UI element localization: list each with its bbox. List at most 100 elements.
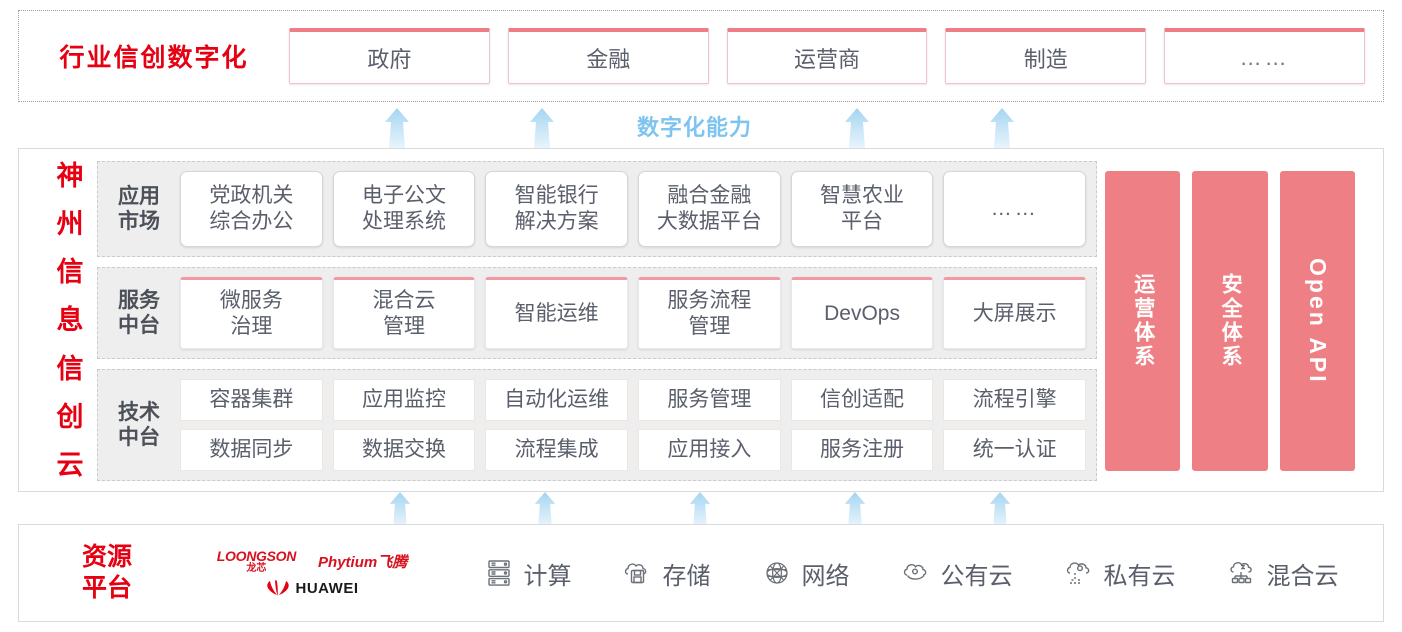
tech-card-process-integration[interactable]: 流程集成 <box>485 429 629 471</box>
loongson-logo-cn: 龙芯 <box>246 562 267 574</box>
resource-platform-band: 资源 平台 LOONGSON 龙芯 Phytium飞腾 HUAWEI <box>18 524 1384 622</box>
resource-label-compute: 计算 <box>523 562 572 590</box>
industry-band-title: 行业信创数字化 <box>59 44 249 72</box>
resource-item-compute[interactable]: 计算 <box>482 556 572 591</box>
cloud-title-char-2: 信 <box>56 257 84 288</box>
industry-card-more[interactable]: …… <box>1164 28 1365 84</box>
tech-card-automated-ops[interactable]: 自动化运维 <box>485 379 629 421</box>
resource-label-network: 网络 <box>801 562 850 590</box>
loongson-logo: LOONGSON 龙芯 <box>216 547 297 574</box>
resource-item-private-cloud[interactable]: 私有云 <box>1062 556 1176 591</box>
pillar-label-security: 安全体系 <box>1219 273 1243 369</box>
service-card-microservice-governance[interactable]: 微服务 治理 <box>180 277 323 349</box>
tech-card-xinchuang-adaptation[interactable]: 信创适配 <box>790 379 934 421</box>
cloud-title-char-0: 神 <box>56 161 84 191</box>
band-service-midplatform: 服务 中台 微服务 治理 混合云 管理 智能运维 服务流程 管理 DevOps … <box>97 267 1097 359</box>
hybrid-cloud-icon <box>1225 556 1259 590</box>
resource-label-hybrid-cloud: 混合云 <box>1266 562 1339 590</box>
industry-card-finance[interactable]: 金融 <box>507 28 709 84</box>
vendor-logo-row-2: HUAWEI <box>266 579 359 598</box>
tech-card-container-cluster[interactable]: 容器集群 <box>180 379 323 421</box>
service-card-aiops[interactable]: 智能运维 <box>485 277 629 349</box>
service-card-process-mgmt[interactable]: 服务流程 管理 <box>638 277 781 349</box>
resource-arrow-4 <box>836 492 874 526</box>
service-card-hybrid-cloud-mgmt[interactable]: 混合云 管理 <box>332 277 476 349</box>
tech-card-app-access[interactable]: 应用接入 <box>638 429 781 471</box>
tech-card-service-mgmt[interactable]: 服务管理 <box>638 379 781 421</box>
tech-card-unified-auth[interactable]: 统一认证 <box>943 429 1087 471</box>
app-card-edoc-system[interactable]: 电子公文 处理系统 <box>332 171 476 247</box>
industry-card-government[interactable]: 政府 <box>289 28 490 84</box>
technical-card-row-1: 容器集群 应用监控 自动化运维 服务管理 信创适配 流程引擎 <box>180 379 1087 421</box>
cloud-platform-title: 神 州 信 息 信 创 云 <box>43 163 97 479</box>
resource-arrow-2 <box>526 492 564 526</box>
tech-card-process-engine[interactable]: 流程引擎 <box>943 379 1087 421</box>
industry-card-list: 政府 金融 运营商 制造 …… <box>289 28 1383 84</box>
resource-item-hybrid-cloud[interactable]: 混合云 <box>1225 556 1339 591</box>
app-card-gov-office[interactable]: 党政机关 综合办公 <box>180 171 323 247</box>
cloud-layer-stack: 应用 市场 党政机关 综合办公 电子公文 处理系统 智能银行 解决方案 融合金融… <box>97 161 1097 481</box>
digital-capability-label: 数字化能力 <box>637 115 753 140</box>
resource-arrow-1 <box>381 492 419 526</box>
pillar-label-operations: 运营体系 <box>1131 273 1155 369</box>
loongson-logo-en: LOONGSON <box>216 547 297 564</box>
tech-card-app-monitoring[interactable]: 应用监控 <box>332 379 476 421</box>
cloud-platform-box: 神 州 信 息 信 创 云 应用 市场 党政机关 综合办公 电子公文 处理系统 … <box>18 148 1384 492</box>
band-label-technical-midplatform: 技术 中台 <box>118 400 160 449</box>
cloud-title-char-3: 息 <box>56 305 84 336</box>
resource-item-list: 计算 存储 <box>457 556 1383 591</box>
band-label-application-market: 应用 市场 <box>118 184 160 233</box>
tech-card-data-sync[interactable]: 数据同步 <box>180 429 323 471</box>
pillar-open-api[interactable]: Open API <box>1279 171 1355 471</box>
cloud-title-char-5: 创 <box>56 401 84 432</box>
pillar-security-system[interactable]: 安全体系 <box>1192 171 1268 471</box>
huawei-petal-icon <box>266 579 290 598</box>
vendor-logo-group: LOONGSON 龙芯 Phytium飞腾 HUAWEI <box>167 549 457 598</box>
huawei-logo-text: HUAWEI <box>295 580 359 597</box>
server-rack-icon <box>482 556 516 590</box>
capability-arrow-2 <box>523 108 561 148</box>
resource-label-public-cloud: 公有云 <box>940 562 1013 590</box>
band-application-market: 应用 市场 党政机关 综合办公 电子公文 处理系统 智能银行 解决方案 融合金融… <box>97 161 1097 257</box>
public-cloud-icon <box>899 556 933 590</box>
technical-card-row-2: 数据同步 数据交换 流程集成 应用接入 服务注册 统一认证 <box>180 429 1087 471</box>
industry-card-manufacturing[interactable]: 制造 <box>945 28 1147 84</box>
capability-arrow-4 <box>983 108 1021 148</box>
resource-arrow-3 <box>681 492 719 526</box>
pillar-label-open-api: Open API <box>1304 257 1331 385</box>
app-card-more[interactable]: …… <box>943 171 1087 247</box>
resource-label-private-cloud: 私有云 <box>1103 562 1176 590</box>
service-card-list: 微服务 治理 混合云 管理 智能运维 服务流程 管理 DevOps 大屏展示 <box>180 277 1087 349</box>
app-card-smart-bank[interactable]: 智能银行 解决方案 <box>485 171 629 247</box>
capability-arrow-1 <box>378 108 416 148</box>
application-card-list: 党政机关 综合办公 电子公文 处理系统 智能银行 解决方案 融合金融 大数据平台… <box>180 171 1087 247</box>
resource-item-network[interactable]: 网络 <box>760 556 850 591</box>
band-technical-midplatform: 技术 中台 容器集群 应用监控 自动化运维 服务管理 信创适配 流程引擎 数据同… <box>97 369 1097 481</box>
cloud-title-char-4: 信 <box>56 353 84 384</box>
resource-item-public-cloud[interactable]: 公有云 <box>899 556 1013 591</box>
industry-band: 行业信创数字化 政府 金融 运营商 制造 …… <box>18 10 1384 102</box>
app-card-smart-agriculture[interactable]: 智慧农业 平台 <box>790 171 934 247</box>
capability-arrow-3 <box>838 108 876 148</box>
resource-arrow-5 <box>981 492 1019 526</box>
service-card-devops[interactable]: DevOps <box>790 277 934 349</box>
huawei-logo: HUAWEI <box>266 579 359 598</box>
pillar-operations-system[interactable]: 运营体系 <box>1105 171 1181 471</box>
technical-card-grid: 容器集群 应用监控 自动化运维 服务管理 信创适配 流程引擎 数据同步 数据交换… <box>180 379 1087 471</box>
private-cloud-icon <box>1062 556 1096 590</box>
band-label-service-midplatform: 服务 中台 <box>118 288 160 337</box>
tech-card-service-registry[interactable]: 服务注册 <box>790 429 934 471</box>
service-card-dashboard[interactable]: 大屏展示 <box>943 277 1087 349</box>
phytium-logo: Phytium飞腾 <box>318 553 408 571</box>
resource-platform-title: 资源 平台 <box>81 542 132 602</box>
resource-label-storage: 存储 <box>662 562 711 590</box>
industry-card-telecom[interactable]: 运营商 <box>726 28 928 84</box>
tech-card-data-exchange[interactable]: 数据交换 <box>332 429 476 471</box>
network-mesh-icon <box>760 556 794 590</box>
cloud-storage-icon <box>621 556 655 590</box>
pillar-list: 运营体系 安全体系 Open API <box>1105 171 1355 471</box>
resource-item-storage[interactable]: 存储 <box>621 556 711 591</box>
cloud-title-char-6: 云 <box>56 449 84 480</box>
app-card-finance-bigdata[interactable]: 融合金融 大数据平台 <box>638 171 781 247</box>
